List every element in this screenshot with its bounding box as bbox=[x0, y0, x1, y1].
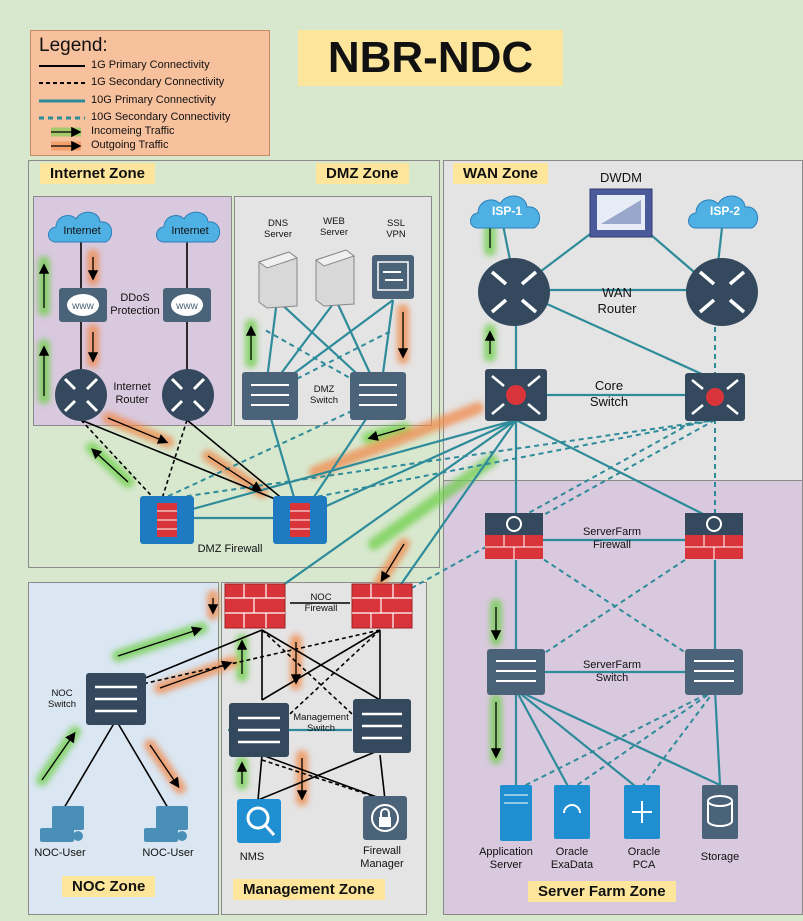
firewall-icon bbox=[485, 513, 543, 559]
switch-icon bbox=[685, 649, 743, 695]
ssl-vpn-icon bbox=[372, 255, 414, 299]
legend-item-outgoing: Outgoing Traffic bbox=[91, 139, 169, 151]
ddos-label: DDoS Protection bbox=[110, 292, 160, 317]
switch-icon bbox=[86, 673, 146, 725]
internet-router-label: Internet Router bbox=[113, 381, 151, 406]
legend: Legend: 1G Primary Connectivity 1G Secon… bbox=[30, 30, 270, 156]
diagram-title: NBR-NDC bbox=[298, 30, 563, 86]
switch-icon bbox=[487, 649, 545, 695]
internet-cloud-1-label: Internet bbox=[63, 225, 101, 237]
firewall-manager-icon bbox=[363, 796, 407, 840]
serverfarm-switch-label: ServerFarm Switch bbox=[582, 659, 642, 684]
workstation-icon bbox=[40, 806, 84, 842]
zone-label-internet: Internet Zone bbox=[40, 163, 156, 184]
wan-router-label: WAN Router bbox=[597, 285, 637, 316]
oracle-pca-label: Oracle PCA bbox=[627, 846, 661, 871]
legend-item-10g-secondary: 10G Secondary Connectivity bbox=[91, 111, 231, 123]
firewall-icon bbox=[224, 583, 286, 629]
nms-icon bbox=[237, 799, 281, 843]
cloud-icon bbox=[156, 211, 221, 243]
ssl-vpn-label: SSL VPN bbox=[386, 218, 406, 240]
zone-label-wan: WAN Zone bbox=[453, 163, 548, 184]
legend-item-10g-primary: 10G Primary Connectivity bbox=[91, 94, 216, 106]
legend-item-incoming: Incomeing Traffic bbox=[91, 125, 175, 137]
management-switch-label: Management Switch bbox=[293, 712, 349, 734]
nms-label: NMS bbox=[239, 851, 265, 863]
noc-firewall-label: NOC Firewall bbox=[304, 592, 338, 614]
legend-item-1g-secondary: 1G Secondary Connectivity bbox=[91, 76, 225, 88]
legend-item-1g-primary: 1G Primary Connectivity bbox=[91, 59, 210, 71]
switch-icon bbox=[242, 372, 298, 420]
cloud-icon bbox=[470, 195, 541, 229]
firewall-icon bbox=[685, 513, 743, 559]
cloud-icon bbox=[688, 195, 759, 229]
router-icon bbox=[162, 369, 214, 421]
legend-swatches bbox=[39, 65, 85, 152]
web-server-label: WEB Server bbox=[320, 216, 348, 238]
switch-icon bbox=[353, 699, 411, 753]
firewall-icon bbox=[140, 496, 194, 544]
noc-user-1-label: NOC-User bbox=[34, 847, 86, 859]
core-switch-label: Core Switch bbox=[589, 378, 629, 409]
noc-switch-label: NOC Switch bbox=[48, 688, 76, 710]
svg-text:www: www bbox=[175, 301, 198, 312]
server-icon bbox=[624, 785, 660, 839]
storage-label: Storage bbox=[700, 851, 740, 863]
storage-icon bbox=[702, 785, 738, 839]
router-icon bbox=[686, 258, 758, 326]
dmz-firewall-label: DMZ Firewall bbox=[197, 543, 263, 555]
dns-server-label: DNS Server bbox=[264, 218, 292, 240]
internet-cloud-2-label: Internet bbox=[171, 225, 209, 237]
isp2-label: ISP-2 bbox=[709, 204, 740, 218]
oracle-exadata-label: Oracle ExaData bbox=[550, 846, 594, 871]
core-switch-icon bbox=[485, 369, 547, 421]
dns-server-icon bbox=[257, 251, 299, 309]
web-server-icon bbox=[314, 249, 356, 307]
dwdm-label: DWDM bbox=[600, 170, 642, 185]
dwdm-icon bbox=[589, 188, 653, 238]
noc-user-2-label: NOC-User bbox=[142, 847, 194, 859]
isp1-label: ISP-1 bbox=[491, 204, 522, 218]
zone-label-management: Management Zone bbox=[233, 879, 385, 900]
firewall-icon bbox=[273, 496, 327, 544]
workstation-icon bbox=[144, 806, 188, 842]
ddos-appliance-icon: www bbox=[163, 288, 211, 322]
serverfarm-firewall-label: ServerFarm Firewall bbox=[582, 526, 642, 551]
zone-label-dmz: DMZ Zone bbox=[316, 163, 409, 184]
switch-icon bbox=[350, 372, 406, 420]
legend-title: Legend: bbox=[39, 35, 108, 56]
zone-label-server-farm: Server Farm Zone bbox=[528, 881, 676, 902]
server-icon bbox=[500, 785, 532, 841]
router-icon bbox=[55, 369, 107, 421]
firewall-icon bbox=[351, 583, 413, 629]
firewall-manager-label: Firewall Manager bbox=[360, 845, 404, 870]
zone-label-noc: NOC Zone bbox=[62, 876, 156, 897]
svg-text:www: www bbox=[71, 301, 94, 312]
cloud-icon bbox=[48, 211, 113, 243]
application-server-label: Application Server bbox=[479, 846, 533, 871]
server-icon bbox=[554, 785, 590, 839]
router-icon bbox=[478, 258, 550, 326]
ddos-appliance-icon: www bbox=[59, 288, 107, 322]
switch-icon bbox=[229, 703, 289, 757]
dmz-switch-label: DMZ Switch bbox=[310, 384, 338, 406]
core-switch-icon bbox=[685, 373, 745, 421]
